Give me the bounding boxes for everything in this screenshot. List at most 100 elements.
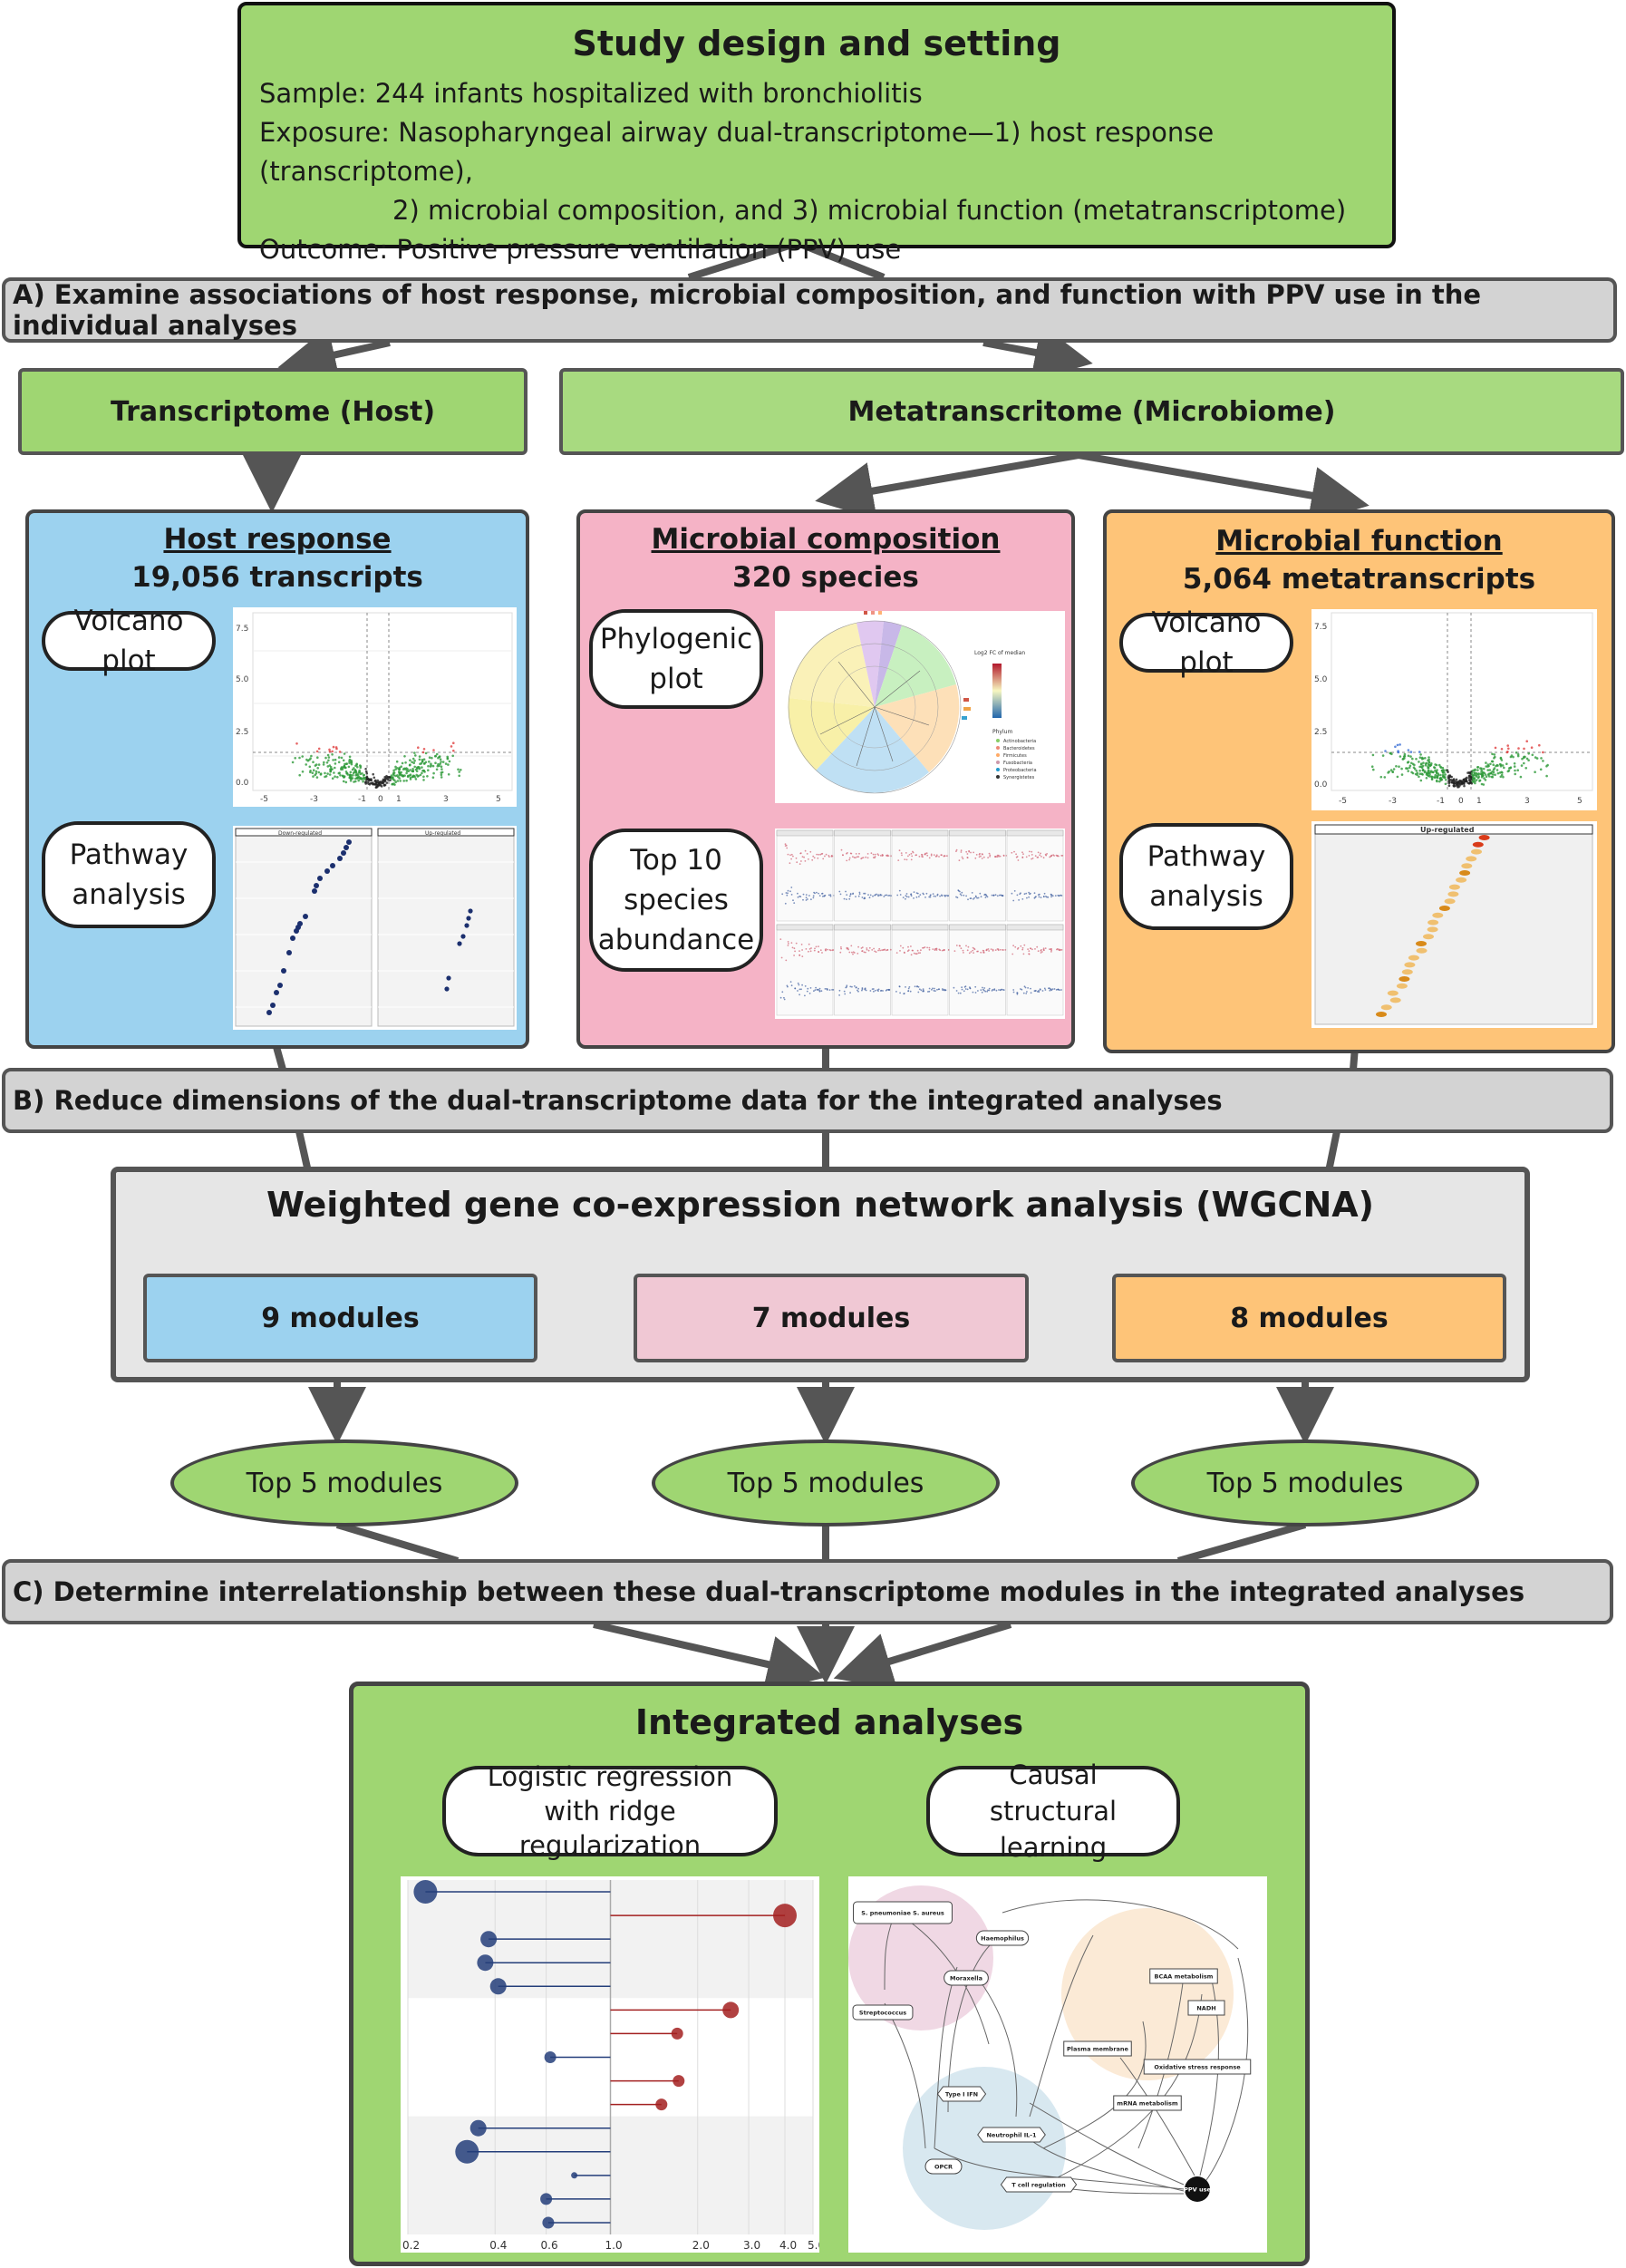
species-point: [1016, 948, 1019, 950]
pathway-point: [341, 850, 346, 856]
species-point: [808, 943, 810, 945]
volcano-point: [432, 749, 435, 751]
volcano-point: [1418, 761, 1420, 763]
volcano-point: [1455, 778, 1458, 781]
volcano-point: [1409, 751, 1413, 753]
lollipop-point: [489, 1978, 507, 1995]
species-point: [1021, 851, 1023, 854]
volcano-point: [417, 774, 421, 778]
species-point: [843, 990, 846, 993]
volcano-point: [1447, 781, 1451, 785]
species-point: [962, 949, 964, 952]
volcano-point: [1496, 771, 1500, 775]
species-point: [851, 985, 853, 988]
volcano-point: [1379, 775, 1383, 779]
species-point: [829, 894, 832, 896]
species-point: [1057, 894, 1060, 897]
volcano-point: [344, 771, 348, 773]
species-point: [971, 892, 973, 894]
species-point: [878, 947, 881, 950]
species-point: [1020, 988, 1021, 990]
volcano-point: [337, 756, 341, 759]
species-point: [945, 894, 947, 897]
volcano-point: [431, 776, 435, 779]
volcano-point: [338, 751, 342, 753]
species-point: [933, 990, 935, 992]
study-sample: Sample: 244 infants hospitalized with br…: [259, 78, 923, 109]
volcano-point: [1542, 760, 1544, 762]
volcano-point: [417, 746, 420, 749]
volcano-point: [440, 771, 443, 774]
species-point: [1011, 851, 1013, 854]
species-point: [974, 895, 977, 897]
volcano-point: [392, 776, 394, 780]
species-point: [1043, 892, 1046, 895]
volcano-point: [435, 768, 439, 771]
species-strip: [834, 924, 891, 931]
species-point: [903, 993, 905, 994]
dag-node: [1113, 2095, 1182, 2111]
volcano-point: [1432, 771, 1435, 774]
volcano-point: [1515, 751, 1518, 754]
species-point: [846, 894, 848, 896]
species-point: [861, 897, 864, 898]
volcano-point: [328, 748, 331, 751]
species-point: [785, 844, 788, 847]
volcano-point: [409, 763, 411, 766]
species-point: [790, 853, 793, 856]
species-point: [1040, 952, 1042, 954]
species-point: [1050, 948, 1052, 950]
species-point: [861, 987, 864, 989]
species-point: [922, 892, 924, 895]
species-point: [876, 853, 879, 855]
species-point: [801, 856, 804, 858]
species-point: [960, 894, 963, 897]
function-volcano-plot: 7.5 5.0 2.5 0.0 -5 -3 -1 0 1 3 5: [1311, 609, 1597, 810]
species-point: [852, 856, 854, 858]
volcano-point: [1397, 750, 1399, 752]
volcano-point: [409, 773, 412, 776]
volcano-point: [398, 772, 402, 775]
integrated-title: Integrated analyses: [634, 1702, 1024, 1742]
volcano-point: [450, 745, 453, 748]
species-point: [1040, 949, 1042, 951]
integrated-analyses-box: Integrated analyses Logistic regression …: [349, 1682, 1310, 2266]
species-point: [877, 854, 880, 857]
species-point: [974, 985, 977, 988]
species-point: [787, 945, 789, 946]
species-point: [982, 949, 984, 952]
volcano-point: [350, 761, 353, 764]
volcano-point: [403, 755, 406, 758]
volcano-point: [295, 742, 298, 745]
species-point: [798, 863, 801, 865]
species-point: [1059, 895, 1061, 897]
host-volcano-plot: 7.5 5.0 2.5 0.0 -5 -3 -1 0 1 3 5: [233, 607, 517, 807]
species-point: [866, 948, 868, 951]
dag-node: [975, 1930, 1030, 1946]
species-point: [982, 986, 983, 989]
volcano-point: [1443, 776, 1447, 779]
species-point: [986, 990, 989, 993]
volcano-point: [341, 768, 344, 771]
volcano-point: [1492, 763, 1495, 766]
species-point: [1025, 993, 1028, 994]
species-point: [964, 985, 967, 987]
species-point: [1011, 892, 1013, 895]
species-panel: [776, 924, 834, 1016]
volcano-point: [1434, 763, 1437, 766]
species-point: [820, 853, 823, 855]
species-point: [813, 857, 816, 859]
volcano-point: [1462, 778, 1466, 781]
species-point: [825, 949, 827, 952]
volcano-point: [1466, 771, 1469, 774]
species-point: [889, 948, 892, 951]
species-point: [916, 949, 919, 952]
species-point: [1042, 947, 1045, 950]
volcano-point: [309, 771, 312, 774]
species-point: [867, 949, 870, 952]
species-point: [1040, 856, 1042, 858]
volcano-point: [1493, 767, 1496, 770]
volcano-point: [324, 771, 326, 775]
volcano-point: [1494, 746, 1497, 750]
species-point: [803, 856, 805, 858]
